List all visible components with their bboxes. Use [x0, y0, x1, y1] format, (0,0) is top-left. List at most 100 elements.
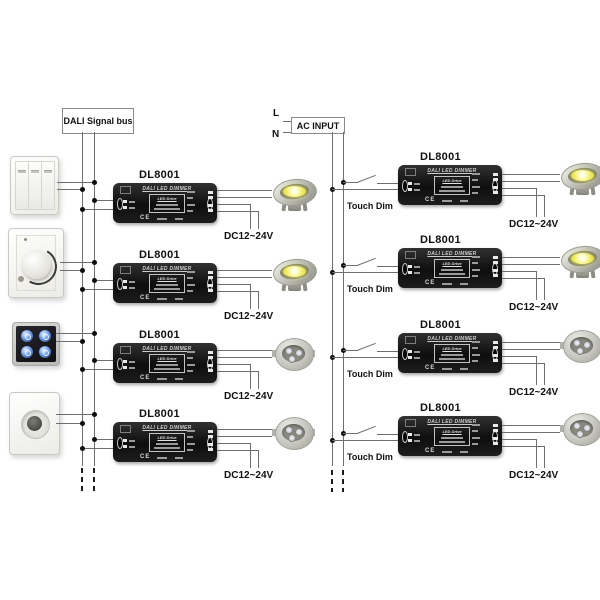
wire	[502, 363, 544, 364]
led-drive-box: LED Drive	[434, 427, 470, 446]
ce-mark: CE	[140, 215, 151, 221]
touch-dim-switch[interactable]	[356, 174, 376, 183]
touch-dim-switch[interactable]	[356, 425, 376, 434]
rocker-2[interactable]	[28, 161, 42, 210]
wire	[332, 189, 398, 190]
wire	[94, 360, 113, 361]
wall-switch-3gang[interactable]	[10, 156, 59, 215]
wire	[82, 369, 113, 370]
dip-switch	[405, 251, 416, 259]
label-bar	[442, 283, 452, 285]
led-chip	[288, 355, 296, 363]
label-bar	[472, 275, 478, 277]
terminal-block	[493, 354, 498, 357]
touch-dim-switch[interactable]	[356, 342, 376, 351]
label-bar	[472, 424, 480, 426]
wire	[377, 434, 398, 435]
label-bar	[187, 364, 195, 366]
label-bar	[187, 277, 193, 279]
dc-voltage-label: DC12~24V	[224, 470, 274, 481]
label-bar	[414, 266, 420, 268]
wire	[217, 450, 259, 451]
label-bar	[187, 357, 193, 359]
live-label: L	[273, 108, 280, 119]
wire	[217, 364, 251, 365]
terminal-block	[208, 356, 213, 359]
junction-dot	[92, 331, 97, 336]
dali-dimmer-unit: DALI LED DIMMER LED Drive CE	[113, 183, 217, 223]
wire	[217, 284, 251, 285]
terminal-block	[493, 442, 498, 445]
wire	[343, 433, 358, 434]
wire	[217, 429, 272, 430]
touch-panel-4button[interactable]	[12, 322, 60, 366]
wire	[56, 414, 94, 415]
label-bar	[187, 210, 193, 212]
junction-dot	[80, 207, 85, 212]
touch-dim-switch[interactable]	[356, 257, 376, 266]
live-wire	[283, 121, 292, 122]
label-bar	[157, 218, 167, 220]
rotary-dimmer-switch[interactable]	[8, 228, 64, 298]
terminal-block	[493, 261, 498, 264]
led-clip	[560, 342, 564, 349]
label-bar	[439, 441, 465, 443]
led-chip	[285, 347, 293, 355]
terminal-block	[493, 191, 498, 194]
dimmer-model-label: DL8001	[420, 151, 461, 163]
dip-switch	[405, 419, 416, 427]
neutral-bus-line	[332, 132, 333, 466]
terminal-block	[408, 265, 412, 268]
sensor-lens	[27, 416, 42, 431]
touch-dim-label: Touch Dim	[347, 201, 393, 211]
terminal-block	[493, 341, 498, 344]
terminal-block	[123, 366, 127, 369]
dc-voltage-label: DC12~24V	[509, 470, 559, 481]
label-bar	[187, 430, 195, 432]
dimmer-title: DALI LED DIMMER	[427, 419, 477, 425]
led-base	[288, 202, 301, 211]
mounting-hole	[402, 263, 408, 275]
terminal-block	[208, 204, 213, 207]
terminal-block	[123, 206, 127, 209]
led-drive-text: LED Drive	[157, 435, 177, 440]
mounting-hole	[117, 198, 123, 210]
dimmer-title: DALI LED DIMMER	[427, 336, 477, 342]
touch-button-2[interactable]	[39, 330, 51, 342]
wire	[56, 341, 82, 342]
knob-screw	[18, 276, 24, 282]
label-bar	[156, 284, 178, 286]
wire	[56, 333, 94, 334]
sensor-ring	[21, 410, 50, 439]
label-bar	[154, 288, 180, 290]
dip-switch	[405, 336, 416, 344]
led-housing	[275, 417, 314, 450]
terminal-block	[408, 433, 412, 436]
led-spotlight	[271, 256, 319, 292]
mounting-hole	[117, 437, 123, 449]
led-drive-text: LED Drive	[157, 356, 177, 361]
dimmer-title: DALI LED DIMMER	[142, 425, 192, 431]
ce-mark: CE	[425, 448, 436, 454]
rocker-3[interactable]	[41, 161, 55, 210]
wire	[217, 270, 272, 271]
ce-mark: CE	[140, 454, 151, 460]
rocker-1[interactable]	[15, 161, 29, 210]
pir-sensor-panel[interactable]	[9, 392, 60, 455]
label-bar	[157, 378, 167, 380]
dali-dimmer-unit: DALI LED DIMMER LED Drive CE	[398, 333, 502, 373]
junction-dot	[92, 180, 97, 185]
touch-button-1[interactable]	[21, 330, 33, 342]
wire	[217, 350, 272, 351]
touch-button-4[interactable]	[39, 346, 51, 358]
label-bar	[414, 189, 420, 191]
label-bar	[154, 208, 180, 210]
wire	[377, 266, 398, 267]
rotary-knob[interactable]	[22, 250, 51, 279]
junction-dot	[80, 287, 85, 292]
label-bar	[472, 430, 478, 432]
touch-button-3[interactable]	[21, 346, 33, 358]
terminal-block	[493, 186, 498, 189]
junction-dot	[92, 437, 97, 442]
